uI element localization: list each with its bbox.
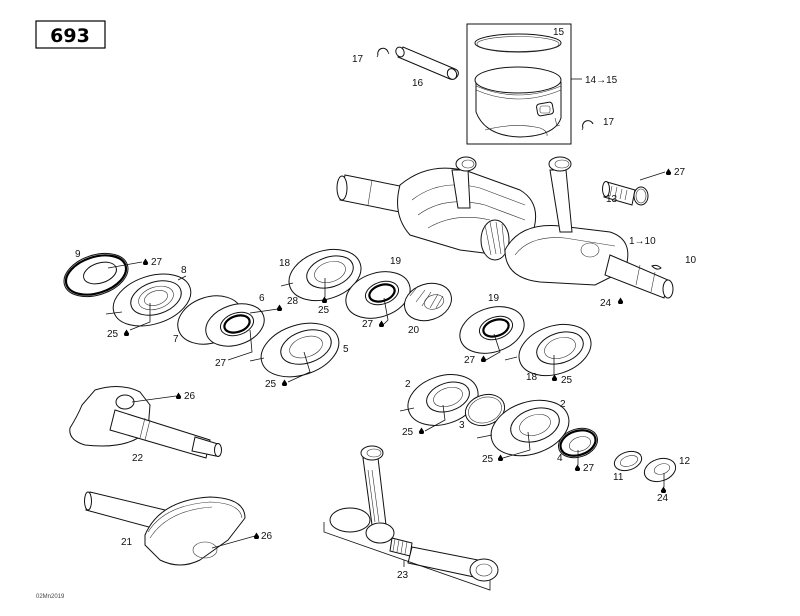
callout-27: 27 <box>674 167 686 178</box>
callout-11: 11 <box>613 472 624 483</box>
callout-26: 26 <box>184 391 196 402</box>
callout-3: 3 <box>459 420 465 431</box>
ball-bearing <box>490 399 570 457</box>
piston-pin <box>395 46 459 80</box>
drawing-code: 02Mn2019 <box>36 594 65 600</box>
diagram-number: 693 <box>50 25 90 47</box>
drive-gear <box>404 282 452 322</box>
callout-25: 25 <box>318 305 330 316</box>
callout-25: 25 <box>482 454 494 465</box>
oil-seal <box>557 427 599 459</box>
callout-16: 16 <box>412 78 424 89</box>
crankshaft-half <box>69 386 222 459</box>
callout-2: 2 <box>405 379 411 390</box>
ball-bearing <box>112 273 192 327</box>
ball-bearing <box>288 248 362 302</box>
ball-bearing <box>407 374 479 426</box>
callout-26: 26 <box>261 531 273 542</box>
woodruff-key <box>651 264 662 270</box>
callout-5: 5 <box>343 344 349 355</box>
drop-icon <box>497 454 504 461</box>
callout-27: 27 <box>362 319 374 330</box>
ball-bearing <box>518 323 592 377</box>
drop-icon <box>175 392 182 399</box>
callout-1-10: 1→10 <box>629 236 656 247</box>
drop-icon <box>665 168 672 175</box>
callout-6: 6 <box>259 293 265 304</box>
drop-icon <box>142 258 149 265</box>
drop-icon <box>378 320 385 327</box>
callout-23: 23 <box>397 570 409 581</box>
callout-10: 10 <box>685 255 697 266</box>
callout-4: 4 <box>557 453 563 464</box>
callout-20: 20 <box>408 325 420 336</box>
connecting-rod-kit <box>323 445 499 591</box>
callout-25: 25 <box>265 379 277 390</box>
drop-icon <box>123 329 130 336</box>
callout-17: 17 <box>352 54 364 65</box>
drop-icon <box>276 304 283 311</box>
callout-24: 24 <box>600 298 612 309</box>
callout-19: 19 <box>390 256 402 267</box>
callout-25: 25 <box>402 427 414 438</box>
callout-13: 13 <box>606 194 618 205</box>
drop-icon <box>617 297 624 304</box>
callout-19: 19 <box>488 293 500 304</box>
labyrinth-seal <box>205 303 265 347</box>
diagram-number-box: 693 <box>35 20 106 49</box>
callout-14-15: 14→15 <box>585 75 618 86</box>
callout-labels: 15 14→15 17 16 17 27 13 1→10 10 24 9 27 … <box>36 27 697 600</box>
callout-25: 25 <box>107 329 119 340</box>
needle-bearing <box>602 181 649 206</box>
callout-9: 9 <box>75 249 81 260</box>
drop-icon <box>418 427 425 434</box>
lubricant-markers <box>123 168 672 539</box>
callout-27: 27 <box>151 257 163 268</box>
callout-12: 12 <box>679 456 691 467</box>
callout-25: 25 <box>561 375 573 386</box>
spacer-ring <box>464 393 506 427</box>
callout-17: 17 <box>603 117 615 128</box>
crankshaft-assembly <box>336 156 674 299</box>
nut <box>643 457 677 483</box>
callout-15: 15 <box>553 27 565 38</box>
callout-27: 27 <box>215 358 227 369</box>
callout-28: 28 <box>287 296 299 307</box>
drop-icon <box>281 379 288 386</box>
oil-seal <box>345 271 411 319</box>
drop-icon <box>574 464 581 471</box>
callout-27: 27 <box>583 463 595 474</box>
oil-seal <box>459 306 525 354</box>
piston-kit-box <box>466 23 572 145</box>
circlip <box>582 120 594 129</box>
ball-bearing <box>260 322 340 378</box>
callout-21: 21 <box>121 537 133 548</box>
callout-18: 18 <box>279 258 291 269</box>
drop-icon <box>253 532 260 539</box>
crankshaft-half <box>84 491 246 566</box>
drop-icon <box>480 355 487 362</box>
callout-27: 27 <box>464 355 476 366</box>
circlip <box>377 47 389 56</box>
callout-18: 18 <box>526 372 538 383</box>
callout-24: 24 <box>657 493 669 504</box>
callout-8: 8 <box>181 265 187 276</box>
washer <box>613 450 643 472</box>
callout-2: 2 <box>560 399 566 410</box>
callout-7: 7 <box>173 334 179 345</box>
callout-22: 22 <box>132 453 144 464</box>
